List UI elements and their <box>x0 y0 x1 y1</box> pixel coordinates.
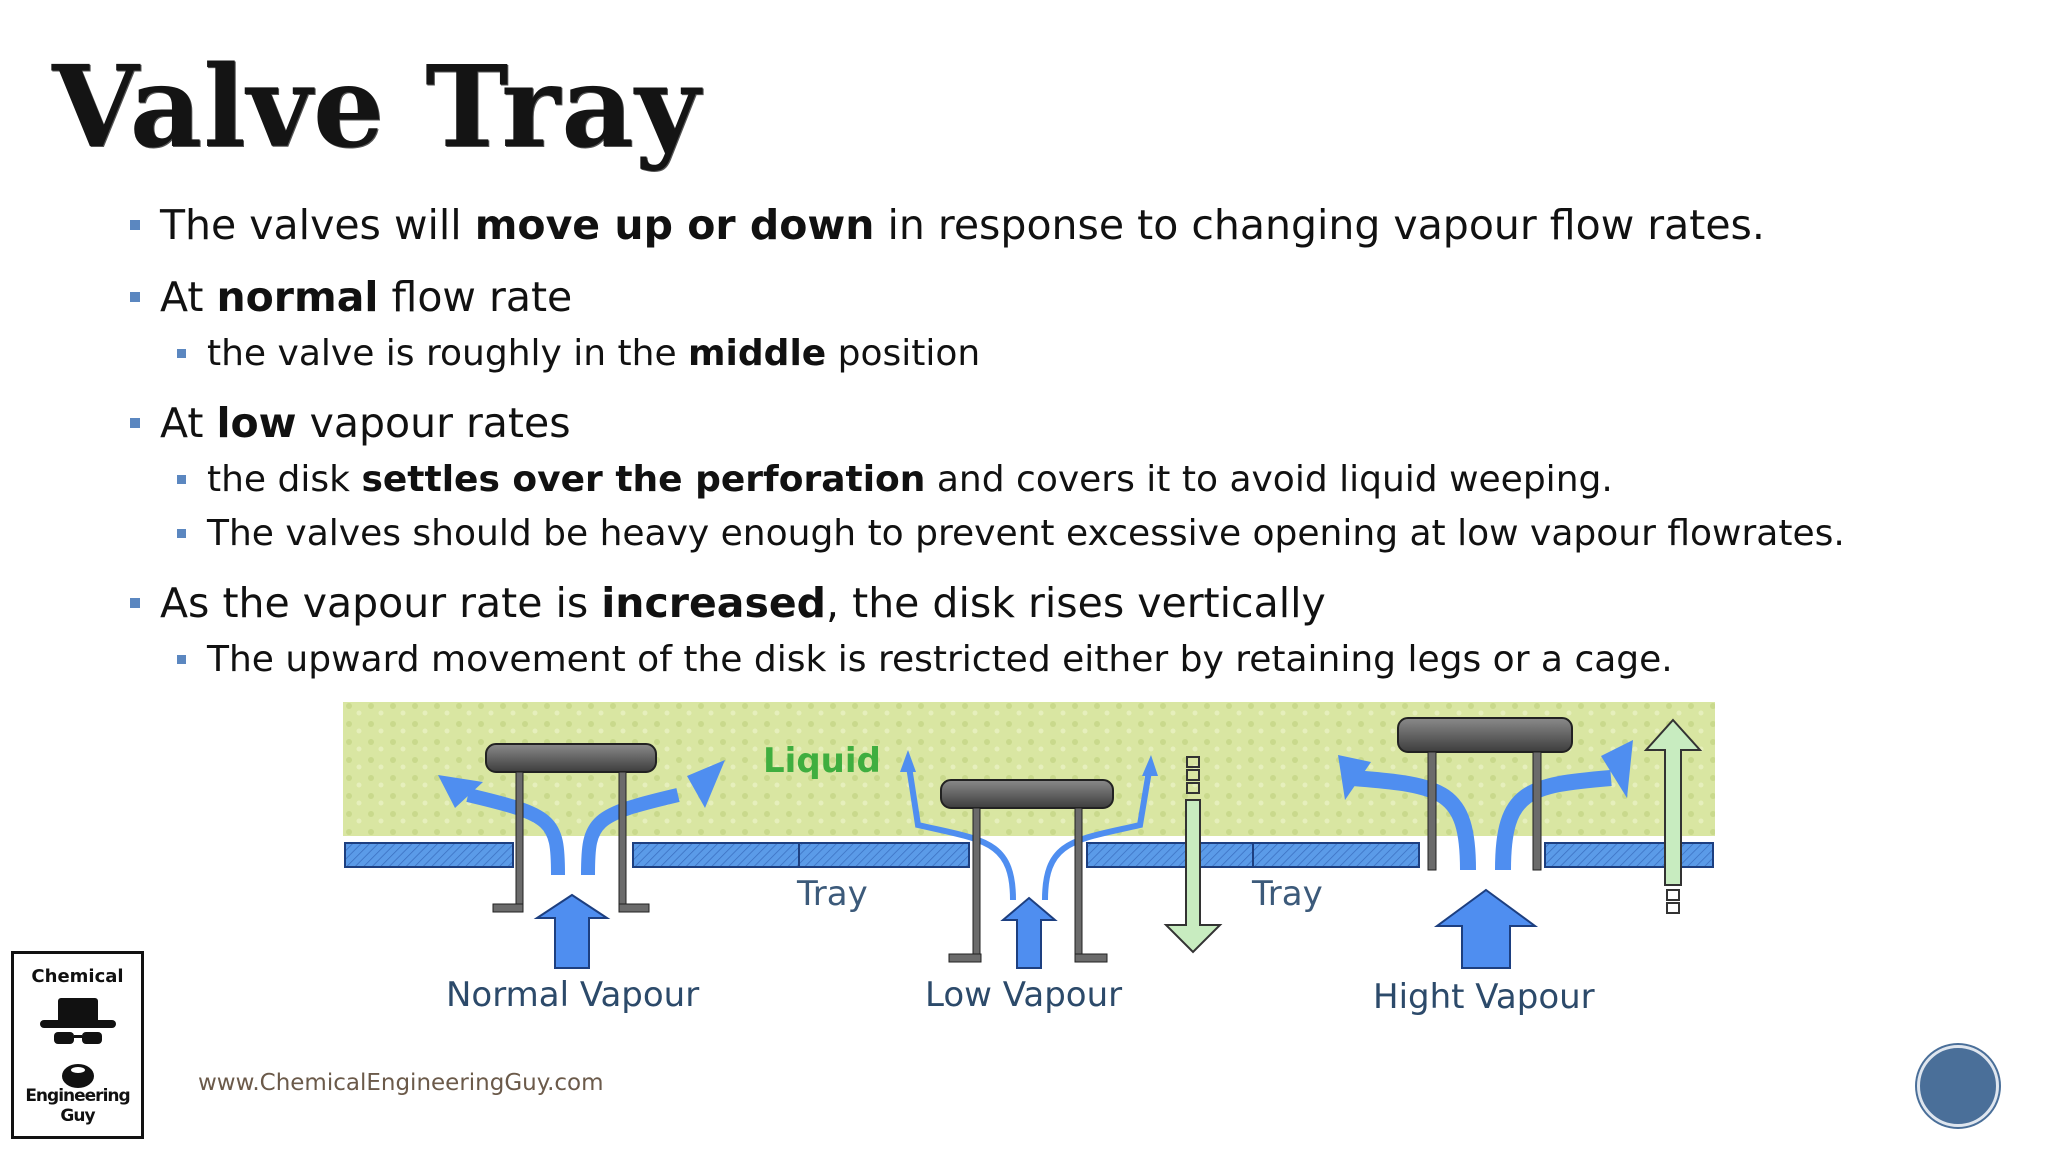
vapour-flow-arrow <box>1495 770 1612 871</box>
bullet-2-text-a: At <box>160 273 217 321</box>
bullet-2-text-b: flow rate <box>378 273 573 321</box>
sub-bullet-marker <box>177 655 186 664</box>
bullet-3: At low vapour rates <box>128 394 2008 452</box>
sub-bullet-3-1-text-a: the disk <box>207 459 362 500</box>
sub-bullet-3-1: the disk settles over the perforation an… <box>175 454 2008 506</box>
sub-bullet-3-2-text: The valves should be heavy enough to pre… <box>207 513 1845 554</box>
hat-and-face-icon <box>40 998 116 1088</box>
flow-scale-mark <box>1186 782 1200 794</box>
sub-bullet-2-1-text-b: position <box>826 333 981 374</box>
bullet-1-text-b: in response to changing vapour flow rate… <box>874 201 1765 249</box>
high-flow-up-arrow <box>1643 718 1703 886</box>
bullet-3-text-a: At <box>160 399 217 447</box>
sub-bullet-3-1-bold: settles over the perforation <box>361 459 926 500</box>
normal-vapour-label: Normal Vapour <box>446 975 699 1015</box>
tray-label-1: Tray <box>796 874 868 914</box>
vapour-flow-arrow <box>466 788 565 876</box>
vapour-inlet-arrow <box>1000 896 1058 969</box>
bullet-1-bold: move up or down <box>474 201 875 249</box>
high-vapour-label: Hight Vapour <box>1373 977 1595 1017</box>
weeping-down-arrow <box>1163 799 1223 954</box>
valve-leg <box>972 807 981 959</box>
tray-segment <box>632 842 800 868</box>
tray-segment <box>1086 842 1254 868</box>
valve-tray-diagram: Liquid Tray Tray Normal Vapour Low Vapou… <box>343 702 1715 1032</box>
sub-bullet-2-1-text-a: the valve is roughly in the <box>207 333 689 374</box>
bullet-2-bold: normal <box>216 273 379 321</box>
tray-segment <box>344 842 514 868</box>
sub-bullet-4-1: The upward movement of the disk is restr… <box>175 634 2008 686</box>
valve-leg <box>618 771 627 908</box>
sub-bullet-4-1-text: The upward movement of the disk is restr… <box>207 639 1673 680</box>
chemical-engineering-guy-logo: Chemical Engineering Guy <box>11 951 144 1139</box>
sub-bullet-3-1-text-b: and covers it to avoid liquid weeping. <box>925 459 1613 500</box>
sub-bullet-marker <box>177 349 186 358</box>
bullet-2: At normal flow rate <box>128 268 2008 326</box>
valve-disk <box>1397 717 1573 753</box>
valve-disk <box>940 779 1114 809</box>
valve-foot <box>1074 953 1108 963</box>
vapour-flow-arrow <box>1352 770 1476 871</box>
flow-scale-mark <box>1666 889 1680 901</box>
bullet-4-bold: increased <box>601 579 827 627</box>
tray-segment <box>798 842 970 868</box>
vapour-flow-arrow <box>905 759 1016 901</box>
tray-segment <box>1544 842 1714 868</box>
bullet-1: The valves will move up or down in respo… <box>128 196 2008 254</box>
valve-leg <box>515 771 524 908</box>
bullet-marker <box>130 418 140 428</box>
vapour-flow-arrow <box>581 788 680 876</box>
sub-bullet-marker <box>177 475 186 484</box>
valve-foot <box>618 903 650 913</box>
sub-bullet-2-1: the valve is roughly in the middle posit… <box>175 328 2008 380</box>
bullet-list: The valves will move up or down in respo… <box>128 196 2008 686</box>
bullet-4: As the vapour rate is increased, the dis… <box>128 574 2008 632</box>
bullet-3-bold: low <box>216 399 297 447</box>
flow-scale-mark <box>1186 756 1200 768</box>
vapour-inlet-arrow <box>1433 888 1539 969</box>
bullet-4-text-a: As the vapour rate is <box>160 579 602 627</box>
vapour-inlet-arrow <box>533 893 611 969</box>
logo-bottom-text: Engineering Guy <box>25 1086 130 1126</box>
valve-disk <box>485 743 657 773</box>
vapour-flow-arrowhead <box>1601 740 1633 798</box>
sub-bullet-3-2: The valves should be heavy enough to pre… <box>175 508 2008 560</box>
footer-url[interactable]: www.ChemicalEngineeringGuy.com <box>198 1070 604 1096</box>
valve-leg <box>1532 751 1542 871</box>
bullet-4-text-b: , the disk rises vertically <box>826 579 1326 627</box>
vapour-flow-arrowhead <box>900 750 916 772</box>
slide-title: Valve Tray <box>52 42 701 173</box>
liquid-label: Liquid <box>763 741 881 781</box>
bullet-1-text-a: The valves will <box>160 201 475 249</box>
vapour-flow-arrow <box>1042 764 1153 901</box>
low-vapour-label: Low Vapour <box>925 975 1122 1015</box>
sub-bullet-marker <box>177 529 186 538</box>
flow-scale-mark <box>1666 902 1680 914</box>
bullet-marker <box>130 292 140 302</box>
valve-foot <box>492 903 524 913</box>
bullet-marker <box>130 598 140 608</box>
valve-leg <box>1427 751 1437 871</box>
flow-scale-mark <box>1186 769 1200 781</box>
vapour-flow-arrowhead <box>1142 755 1158 776</box>
valve-foot <box>948 953 982 963</box>
tray-label-2: Tray <box>1251 874 1323 914</box>
bullet-marker <box>130 220 140 230</box>
slide-nav-circle-icon[interactable] <box>1917 1045 1999 1127</box>
tray-segment <box>1252 842 1420 868</box>
sub-bullet-2-1-bold: middle <box>688 333 827 374</box>
logo-top-text: Chemical <box>31 966 124 987</box>
vapour-flow-arrowhead <box>1338 755 1371 800</box>
bullet-3-text-b: vapour rates <box>296 399 571 447</box>
valve-leg <box>1074 807 1083 959</box>
vapour-flow-arrowhead <box>438 775 483 808</box>
vapour-flow-arrowhead <box>687 760 725 808</box>
